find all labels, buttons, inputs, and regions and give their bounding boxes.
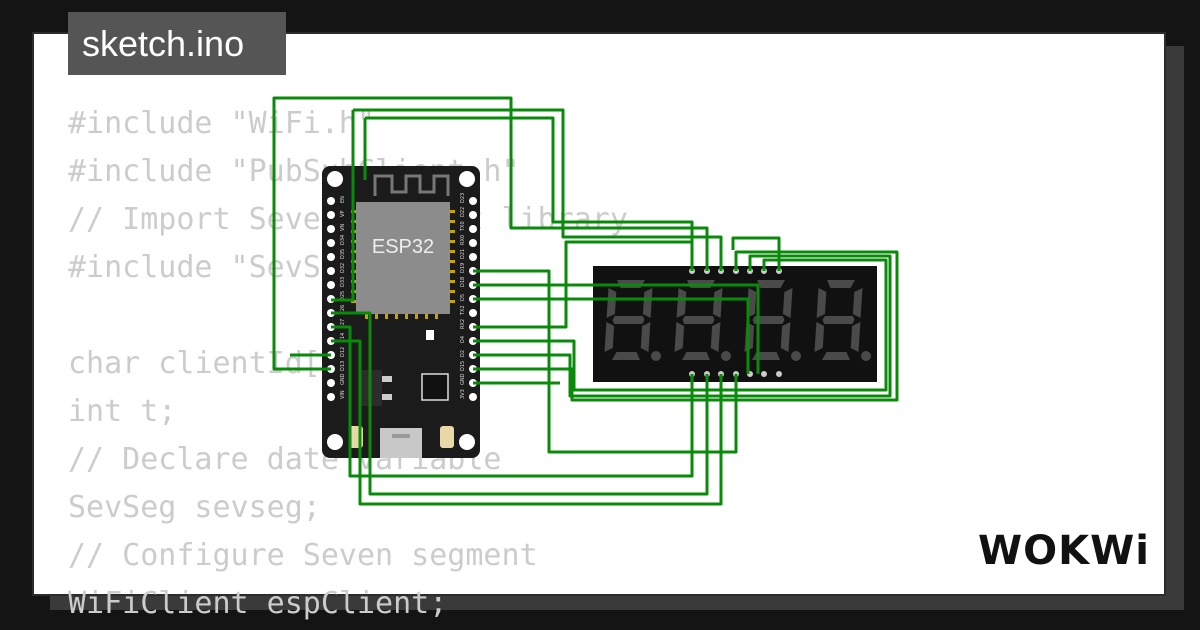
segment-g — [682, 316, 715, 324]
usb-port — [380, 428, 422, 458]
pin-label: RX2 — [460, 319, 466, 329]
display-digits — [604, 280, 871, 361]
segment-g — [612, 316, 645, 324]
pin-label: D35 — [340, 249, 346, 259]
pin-label: D19 — [460, 263, 466, 273]
segment-b — [782, 288, 793, 318]
pin-label: D2 — [460, 350, 466, 357]
pin-label: 3V3 — [460, 389, 466, 399]
segment-b — [712, 288, 723, 318]
segment-f — [676, 288, 687, 318]
wire-group[interactable] — [272, 96, 899, 506]
segment-b — [642, 288, 653, 318]
pin-label: VP — [340, 211, 346, 217]
pin-label: D22 — [460, 207, 466, 217]
seven-segment-display[interactable] — [593, 266, 877, 382]
segment-a — [757, 280, 785, 288]
segment-e — [604, 322, 615, 352]
pin-label: D34 — [340, 235, 346, 245]
reset-button[interactable] — [440, 426, 454, 448]
segment-c — [780, 322, 791, 352]
chip-label: ESP32 — [372, 236, 434, 258]
pin-label: EN — [340, 196, 346, 203]
segment-d — [682, 352, 710, 360]
code-line: #include "WiFi.h" — [68, 106, 376, 141]
segment-d — [822, 352, 850, 360]
pin-label: D12 — [340, 347, 346, 357]
pin-label: VN — [340, 224, 346, 231]
segment-f — [606, 288, 617, 318]
segment-c — [850, 322, 861, 352]
code-background: #include "WiFi.h"#include "PubSubClient.… — [68, 100, 628, 628]
segment-dp — [861, 351, 871, 361]
pin-label: GND — [340, 373, 346, 385]
segment-f — [816, 288, 827, 318]
segment-b — [852, 288, 863, 318]
pin-label: VIN — [340, 390, 346, 399]
segment-g — [822, 316, 855, 324]
file-name-tab[interactable]: sketch.ino — [68, 12, 286, 75]
pin-label: GND — [460, 373, 466, 385]
pin-label: D13 — [340, 361, 346, 371]
segment-dp — [651, 351, 661, 361]
code-line: WiFiClient espClient; — [68, 586, 448, 621]
pin-label: D14 — [340, 333, 346, 343]
pin-label: RX0 — [460, 235, 466, 245]
segment-a — [827, 280, 855, 288]
pin-label: D32 — [340, 263, 346, 273]
segment-dp — [721, 351, 731, 361]
pin-label: D25 — [340, 291, 346, 301]
pin-label: D33 — [340, 277, 346, 287]
pin-label: D26 — [340, 305, 346, 315]
code-line: int t; — [68, 394, 177, 429]
pin-label: D18 — [460, 277, 466, 287]
pin-label: D27 — [340, 319, 346, 329]
pin-label: D21 — [460, 249, 466, 259]
wokwi-logo: WOKWi — [978, 528, 1150, 574]
pin-label: D5 — [460, 294, 466, 301]
segment-c — [710, 322, 721, 352]
pin-label: D15 — [460, 361, 466, 371]
segment-d — [612, 352, 640, 360]
pin-label: D23 — [460, 193, 466, 203]
segment-e — [814, 322, 825, 352]
pin-label: TX2 — [460, 305, 466, 316]
segment-d — [752, 352, 780, 360]
pin-label: D4 — [460, 336, 466, 343]
code-line: // Configure Seven segment — [68, 538, 538, 573]
segment-dp — [791, 351, 801, 361]
segment-g — [752, 316, 785, 324]
segment-c — [640, 322, 651, 352]
segment-e — [674, 322, 685, 352]
pin-label: TX0 — [460, 221, 466, 232]
code-line: SevSeg sevseg; — [68, 490, 321, 525]
esp32-chip — [356, 202, 450, 314]
